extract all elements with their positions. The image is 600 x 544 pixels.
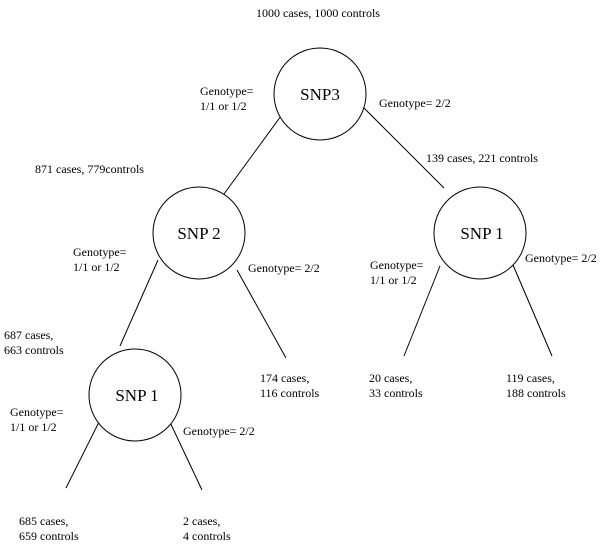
edge-deep-right bbox=[167, 417, 203, 491]
root-right-edge-label: Genotype= 2/2 bbox=[379, 96, 451, 110]
root-left-edge-label: Genotype= 1/1 or 1/2 bbox=[200, 84, 254, 113]
node-snp1-right-label: SNP 1 bbox=[460, 224, 503, 243]
node-snp1-deep-circle bbox=[88, 348, 182, 442]
node-snp3-circle bbox=[273, 47, 367, 141]
edge-root-right bbox=[359, 103, 445, 189]
leaf-deep-right: 2 cases, 4 controls bbox=[183, 514, 231, 543]
edge-snp1r-left bbox=[403, 265, 441, 357]
node-snp2-label: SNP 2 bbox=[177, 224, 220, 243]
root-counts: 1000 cases, 1000 controls bbox=[256, 6, 380, 20]
edge-snp2-left bbox=[119, 259, 159, 347]
edge-deep-left bbox=[65, 419, 101, 489]
leaf-snp1-right-right: 119 cases, 188 controls bbox=[506, 371, 566, 400]
node-snp3-label: SNP3 bbox=[300, 85, 340, 104]
edge-snp2-right bbox=[236, 269, 287, 359]
leaf-snp1-right-left: 20 cases, 33 controls bbox=[369, 371, 423, 400]
edge-snp1r-right bbox=[512, 264, 553, 357]
leaf-deep-left: 685 cases, 659 controls bbox=[19, 514, 79, 543]
snp1-deep-right-edge-label: Genotype= 2/2 bbox=[183, 424, 255, 438]
snp2-right-edge-label: Genotype= 2/2 bbox=[248, 261, 320, 275]
edge-root-left bbox=[223, 115, 282, 195]
snp2-left-edge-label: Genotype= 1/1 or 1/2 bbox=[73, 245, 127, 274]
snp1-deep-left-edge-label: Genotype= 1/1 or 1/2 bbox=[10, 405, 64, 434]
snp1-right-counts: 139 cases, 221 controls bbox=[426, 151, 538, 165]
node-snp2-circle bbox=[152, 186, 246, 280]
snp2-counts: 871 cases, 779controls bbox=[35, 162, 144, 176]
node-snp1-deep-label: SNP 1 bbox=[115, 386, 158, 405]
snp1-right-right-edge-label: Genotype= 2/2 bbox=[525, 251, 597, 265]
snp1-deep-counts: 687 cases, 663 controls bbox=[4, 328, 64, 357]
node-snp1-right-circle bbox=[433, 186, 527, 280]
leaf-snp2-right: 174 cases, 116 controls bbox=[260, 371, 320, 400]
snp1-right-left-edge-label: Genotype= 1/1 or 1/2 bbox=[370, 258, 424, 287]
